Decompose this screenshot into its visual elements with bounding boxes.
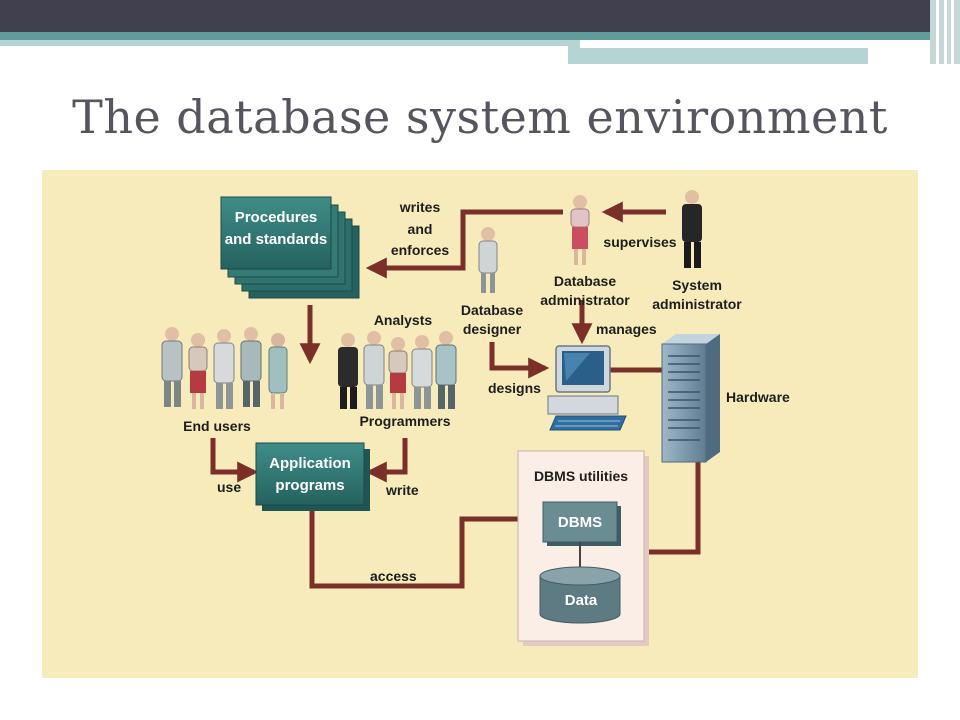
edge-label-use: use: [217, 479, 241, 495]
system-administrator-label-line1: System: [672, 277, 722, 293]
database-administrator-icon: [570, 195, 590, 265]
edge-label-and: and: [408, 221, 433, 237]
edge-label-supervises: supervises: [603, 234, 676, 250]
system-administrator-icon: [682, 190, 702, 268]
hardware-label: Hardware: [726, 389, 790, 405]
database-designer-label-line1: Database: [461, 302, 523, 318]
person-icon: [338, 333, 358, 409]
dbms-utilities-label: DBMS utilities: [534, 468, 628, 484]
database-designer-label-line2: designer: [463, 321, 522, 337]
person-icon: [435, 331, 457, 409]
line-hardware-dbms: [647, 462, 701, 555]
edge-label-designs: designs: [488, 380, 541, 396]
database-designer-icon: [478, 227, 498, 293]
edge-label-writes: writes: [399, 199, 441, 215]
person-icon: [388, 337, 408, 409]
edge-label-enforces: enforces: [391, 242, 450, 258]
slide-corner-decoration: [930, 0, 960, 64]
database-administrator-label-line2: administrator: [540, 292, 630, 308]
programmers-label: Programmers: [359, 413, 450, 429]
hardware-rack-icon: [661, 334, 720, 463]
arrow-designs: [489, 342, 550, 379]
person-icon: [363, 331, 385, 409]
application-label-line2: programs: [275, 477, 344, 494]
person-icon: [188, 333, 208, 409]
data-label: Data: [565, 592, 598, 609]
arrow-writes-enforces: [365, 209, 563, 279]
procedures-label-line2: and standards: [225, 231, 328, 248]
slide-accent-stripe-light: [0, 40, 580, 46]
person-icon: [213, 329, 235, 409]
person-icon: [411, 335, 433, 409]
arrow-access: [309, 508, 541, 589]
procedures-and-standards-box: Procedures and standards: [220, 196, 360, 299]
procedures-label-line1: Procedures: [235, 209, 318, 226]
edge-label-write: write: [385, 482, 419, 498]
person-icon: [268, 333, 288, 409]
dbms-utilities-container: DBMS utilities DBMS Data: [517, 450, 649, 646]
database-administrator-label-line1: Database: [554, 273, 616, 289]
end-users-group-icon: [161, 327, 288, 409]
computer-icon: [547, 345, 627, 431]
slide-top-bar: [0, 0, 960, 32]
system-administrator-label-line2: administrator: [652, 296, 742, 312]
analysts-programmers-group-icon: [338, 331, 457, 409]
analysts-label: Analysts: [374, 312, 433, 328]
edge-label-access: access: [370, 568, 417, 584]
end-users-label: End users: [183, 418, 251, 434]
edge-label-manages: manages: [596, 321, 657, 337]
arrow-write: [365, 438, 408, 483]
slide-accent-stripe: [0, 32, 960, 40]
application-label-line1: Application: [269, 455, 351, 472]
slide-title: The database system environment: [72, 90, 888, 144]
dbms-label: DBMS: [558, 514, 602, 531]
data-cylinder: [539, 566, 621, 624]
connector-arrows: [210, 201, 701, 589]
person-icon: [240, 327, 262, 407]
arrow-use: [210, 438, 259, 483]
slide-accent-line: [580, 44, 890, 48]
slide-accent-block: [568, 46, 868, 64]
person-icon: [161, 327, 183, 407]
application-programs-box: Application programs: [255, 442, 370, 511]
